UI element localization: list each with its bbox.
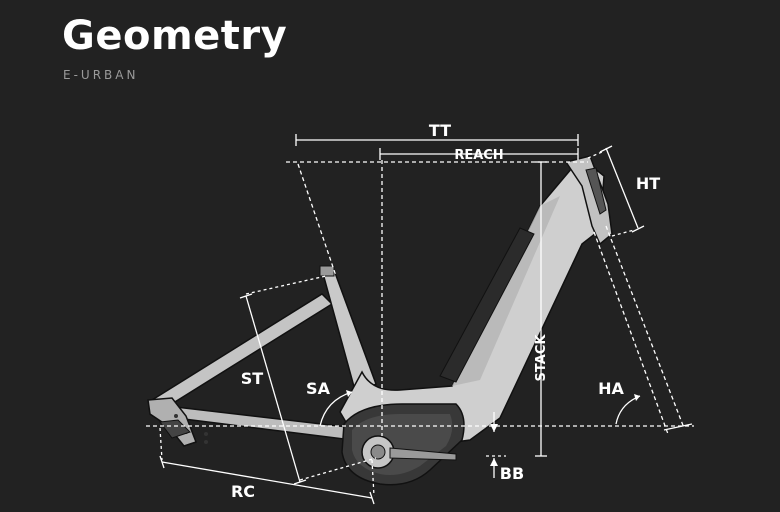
label-stack: STACK: [534, 334, 549, 382]
battery: [439, 227, 535, 383]
measurement-lines: [146, 134, 694, 505]
label-rc: RC: [231, 482, 255, 501]
page-subtitle: E-URBAN: [63, 68, 139, 82]
label-bb: BB: [500, 464, 524, 483]
page-title: Geometry: [62, 13, 288, 59]
bike-frame: [147, 155, 613, 486]
label-sa: SA: [306, 379, 331, 398]
down-tube: [339, 159, 605, 449]
label-st: ST: [241, 369, 264, 388]
label-reach: REACH: [454, 148, 503, 163]
head-tube: [564, 155, 613, 246]
seat-tube: [321, 269, 377, 396]
label-ht: HT: [636, 174, 660, 193]
label-tt: TT: [429, 121, 451, 140]
seat-stay: [150, 293, 334, 411]
label-ha: HA: [598, 379, 624, 398]
